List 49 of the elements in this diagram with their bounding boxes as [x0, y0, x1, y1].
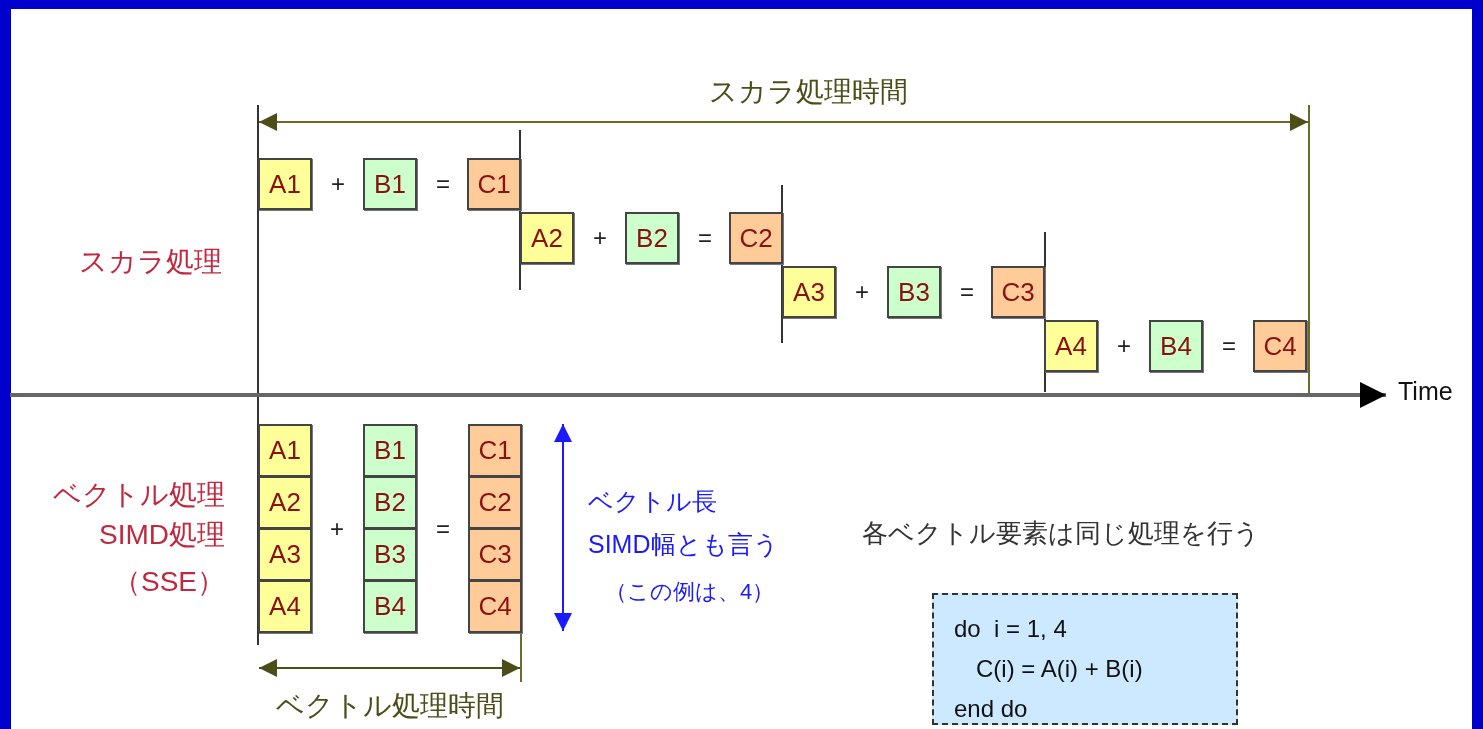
- element-box: C4: [1253, 320, 1307, 372]
- code-line: do i = 1, 4: [954, 614, 1068, 644]
- section-label: （SSE）: [112, 566, 225, 599]
- operator-symbol: =: [436, 514, 450, 543]
- element-box: C3: [991, 266, 1045, 318]
- operator-symbol: =: [1222, 331, 1236, 360]
- element-box: B1: [363, 424, 417, 477]
- operator-symbol: =: [698, 223, 712, 252]
- element-box: C3: [468, 528, 522, 581]
- code-line: C(i) = A(i) + B(i): [975, 654, 1144, 684]
- section-label: スカラ処理: [79, 246, 222, 279]
- element-box: A3: [782, 266, 836, 318]
- operator-symbol: +: [855, 277, 869, 306]
- element-box: A2: [258, 476, 312, 529]
- element-box: B3: [363, 528, 417, 581]
- operator-symbol: +: [330, 514, 344, 543]
- element-box: A2: [520, 212, 574, 264]
- element-box: A4: [258, 580, 312, 633]
- section-label: ベクトル処理: [53, 479, 225, 512]
- element-box: A3: [258, 528, 312, 581]
- section-label: SIMD処理: [99, 519, 225, 552]
- code-line: end do: [954, 694, 1029, 724]
- code-box: [932, 593, 1238, 725]
- annotation-text: SIMD幅とも言う: [588, 530, 779, 559]
- element-box: C1: [468, 424, 522, 477]
- operator-symbol: +: [331, 169, 345, 198]
- element-box: A1: [258, 424, 312, 477]
- element-box: C2: [468, 476, 522, 529]
- element-box: C1: [467, 158, 521, 210]
- element-box: B4: [1149, 320, 1203, 372]
- element-box: C4: [468, 580, 522, 633]
- dimension-label: ベクトル処理時間: [276, 690, 504, 723]
- operator-symbol: =: [960, 277, 974, 306]
- note-text: 各ベクトル要素は同じ処理を行う: [862, 519, 1260, 550]
- element-box: B2: [625, 212, 679, 264]
- element-box: B3: [887, 266, 941, 318]
- dimension-label: スカラ処理時間: [708, 76, 908, 109]
- operator-symbol: +: [593, 223, 607, 252]
- element-box: A4: [1044, 320, 1098, 372]
- element-box: A1: [258, 158, 312, 210]
- element-box: B1: [363, 158, 417, 210]
- operator-symbol: +: [1117, 331, 1131, 360]
- axis-label: Time: [1398, 377, 1453, 406]
- annotation-text: （この例は、4）: [605, 578, 775, 605]
- element-box: B2: [363, 476, 417, 529]
- annotation-text: ベクトル長: [588, 487, 717, 516]
- element-box: B4: [363, 580, 417, 633]
- element-box: C2: [729, 212, 783, 264]
- operator-symbol: =: [436, 169, 450, 198]
